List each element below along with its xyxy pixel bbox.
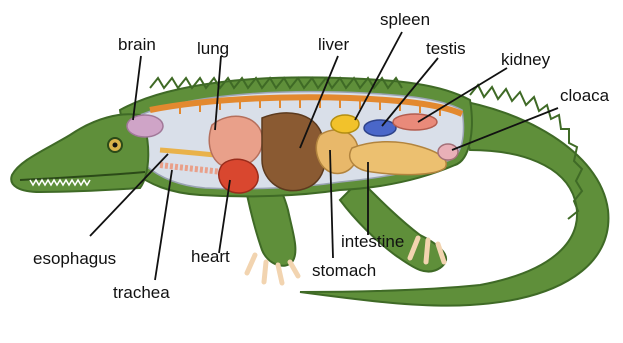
label-heart: heart — [191, 248, 230, 265]
label-testis: testis — [426, 40, 466, 57]
label-intestine: intestine — [341, 233, 404, 250]
spleen-organ — [331, 115, 359, 133]
label-kidney: kidney — [501, 51, 550, 68]
label-trachea: trachea — [113, 284, 170, 301]
cloaca-organ — [438, 144, 458, 160]
testis-organ — [364, 120, 396, 136]
label-esophagus: esophagus — [33, 250, 116, 267]
label-lung: lung — [197, 40, 229, 57]
heart-organ — [219, 159, 258, 193]
rear-leg — [340, 180, 446, 272]
kidney-organ — [393, 114, 437, 130]
label-cloaca: cloaca — [560, 87, 609, 104]
label-liver: liver — [318, 36, 349, 53]
label-brain: brain — [118, 36, 156, 53]
label-spleen: spleen — [380, 11, 430, 28]
label-stomach: stomach — [312, 262, 376, 279]
